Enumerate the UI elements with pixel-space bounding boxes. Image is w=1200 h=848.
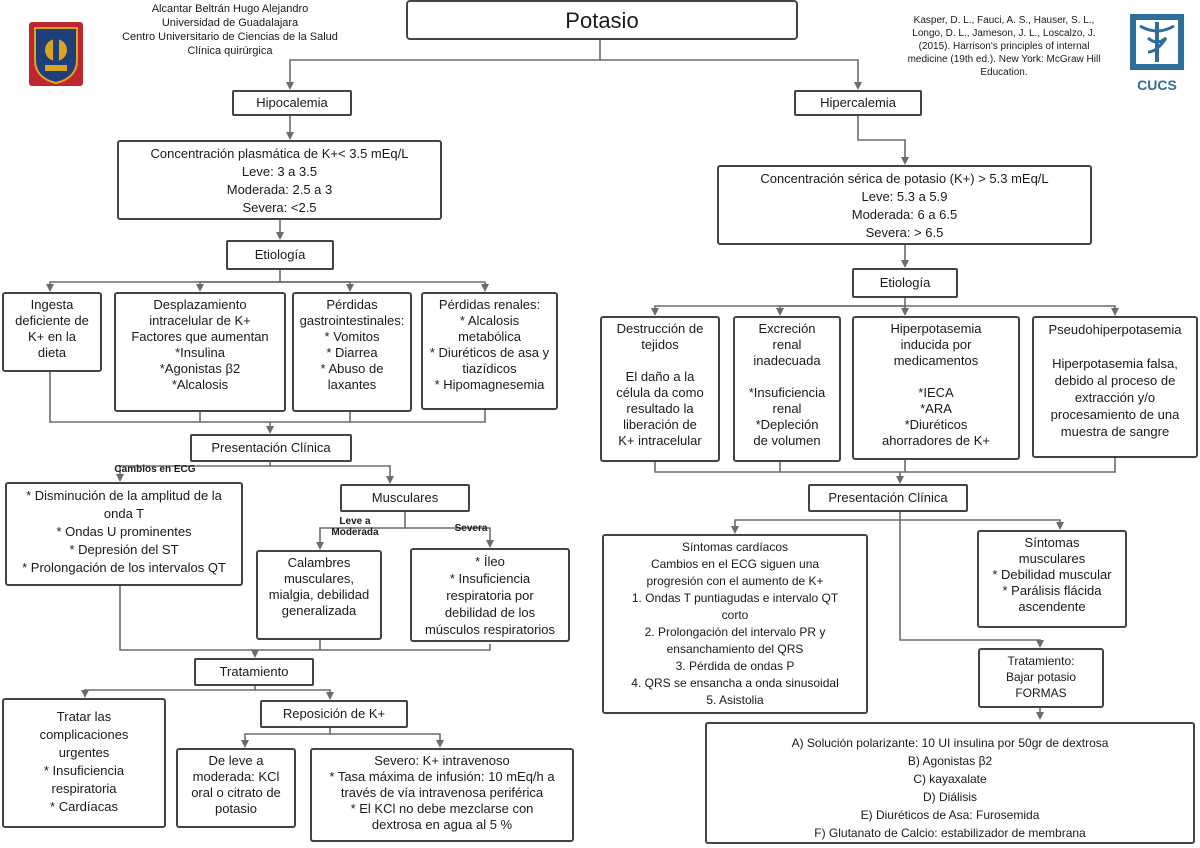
udg-logo: [29, 22, 83, 86]
hiper-cause-medicamentos: Hiperpotasemia inducida por medicamentos…: [852, 316, 1020, 460]
hipo-tx-leve: De leve a moderada: KCl oral o citrato d…: [176, 748, 296, 828]
hipercalemia-header: Hipercalemia: [794, 90, 922, 116]
hiper-tratamiento: Tratamiento: Bajar potasio FORMAS: [978, 648, 1104, 708]
hipo-musc-leve: Calambres musculares, mialgia, debilidad…: [256, 550, 382, 640]
hiper-formas: A) Solución polarizante: 10 UI insulina …: [705, 722, 1195, 844]
hipo-tx-severo: Severo: K+ intravenoso * Tasa máxima de …: [310, 748, 574, 842]
cucs-logo-text: CUCS: [1137, 77, 1177, 93]
leve-moderada-label: Leve a Moderada: [331, 516, 379, 538]
hiper-etiologia: Etiología: [852, 268, 958, 298]
hipo-concentration: Concentración plasmática de K+< 3.5 mEq/…: [117, 140, 442, 220]
hipo-ecg-changes: * Disminución de la amplitud de la onda …: [5, 482, 243, 586]
hiper-cause-pseudo: Pseudohiperpotasemia Hiperpotasemia fals…: [1032, 316, 1198, 458]
hiper-concentration: Concentración sérica de potasio (K+) > 5…: [717, 165, 1092, 245]
hipo-tx-urgentes: Tratar las complicaciones urgentes * Ins…: [2, 698, 166, 828]
hipo-cause-gastrointestinales: Pérdidas gastrointestinales: * Vomitos *…: [292, 292, 412, 412]
cucs-logo: CUCS: [1128, 12, 1186, 93]
reference-citation: Kasper, D. L., Fauci, A. S., Hauser, S. …: [907, 15, 1101, 78]
hiper-cause-excrecion: Excreción renal inadecuada *Insuficienci…: [733, 316, 841, 462]
caduceus-icon: [1130, 14, 1184, 70]
hipo-etiologia: Etiología: [226, 240, 334, 270]
hipo-cause-ingesta: Ingesta deficiente de K+ en la dieta: [2, 292, 102, 372]
author-block: Alcantar Beltrán Hugo Alejandro Universi…: [122, 3, 338, 57]
hipo-presentacion: Presentación Clínica: [190, 434, 352, 462]
hipo-tratamiento: Tratamiento: [194, 658, 314, 686]
hipo-reposicion: Reposición de K+: [260, 700, 408, 728]
hipocalemia-header: Hipocalemia: [232, 90, 352, 116]
hipo-cause-renales: Pérdidas renales: * Alcalosis metabólica…: [421, 292, 558, 410]
hiper-musculares: Síntomas musculares * Debilidad muscular…: [977, 530, 1127, 628]
page-title: Potasio: [406, 0, 798, 40]
hiper-cause-destruccion: Destrucción de tejidos El daño a la célu…: [600, 316, 720, 462]
ecg-label: Cambios en ECG: [114, 464, 196, 475]
hipo-musc-severa: * Íleo * Insuficiencia respiratoria por …: [410, 548, 570, 642]
hipo-cause-desplazamiento: Desplazamiento intracelular de K+ Factor…: [114, 292, 286, 412]
hiper-cardiacos: Síntomas cardíacos Cambios en el ECG sig…: [602, 534, 868, 714]
hiper-presentacion: Presentación Clínica: [808, 484, 968, 512]
hipo-musculares: Musculares: [340, 484, 470, 512]
severa-label: Severa: [454, 523, 488, 534]
